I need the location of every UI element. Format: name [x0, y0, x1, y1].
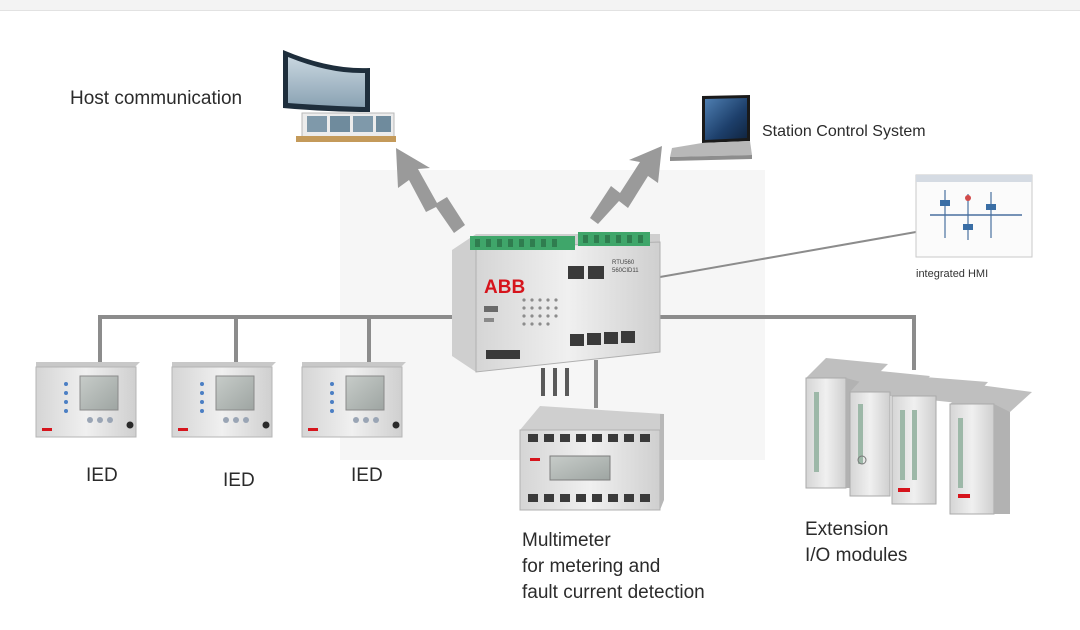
extension-modules-label: Extension I/O modules — [805, 517, 1005, 569]
ied-device-1 — [35, 362, 140, 438]
serial-link-marks — [541, 368, 569, 396]
ied-label-2: IED — [223, 470, 255, 491]
ied-device-3 — [301, 362, 406, 438]
hmi-link — [659, 231, 917, 278]
rtu-brand-logo: ABB — [484, 277, 525, 298]
multimeter-label-line1: Multimeter — [522, 530, 611, 551]
extension-label-line2: I/O modules — [805, 545, 908, 566]
ied-label-3: IED — [351, 465, 383, 486]
rtu-ethernet-ports-bottom — [570, 331, 635, 346]
rtu-model-line1: RTU560 — [612, 260, 635, 266]
station-control-label: Station Control System — [762, 123, 926, 140]
host-wireless-arrow — [396, 148, 465, 233]
multimeter-label: Multimeter for metering and fault curren… — [522, 528, 782, 606]
integrated-hmi-label: integrated HMI — [916, 268, 989, 280]
rtu-device: ABB RTU560 560CID11 — [452, 232, 661, 373]
ied-label-1: IED — [86, 465, 118, 486]
extension-io-modules — [805, 358, 1032, 515]
rtu-led-array — [522, 298, 558, 326]
host-communication-label: Host communication — [70, 88, 243, 109]
hmi-screen — [915, 174, 1033, 258]
rtu-ethernet-ports-top — [568, 266, 604, 279]
extension-label-line1: Extension — [805, 519, 889, 540]
multimeter-label-line2: for metering and — [522, 556, 661, 577]
bus-lines — [98, 315, 916, 408]
top-border — [0, 0, 1080, 11]
multimeter-device — [519, 406, 664, 511]
rtu-model-line2: 560CID11 — [612, 268, 639, 274]
station-wireless-arrow — [590, 146, 662, 224]
host-monitor-wall — [283, 50, 396, 142]
ied-device-2 — [171, 362, 276, 438]
multimeter-label-line3: fault current detection — [522, 582, 705, 603]
laptop-icon — [670, 95, 752, 161]
